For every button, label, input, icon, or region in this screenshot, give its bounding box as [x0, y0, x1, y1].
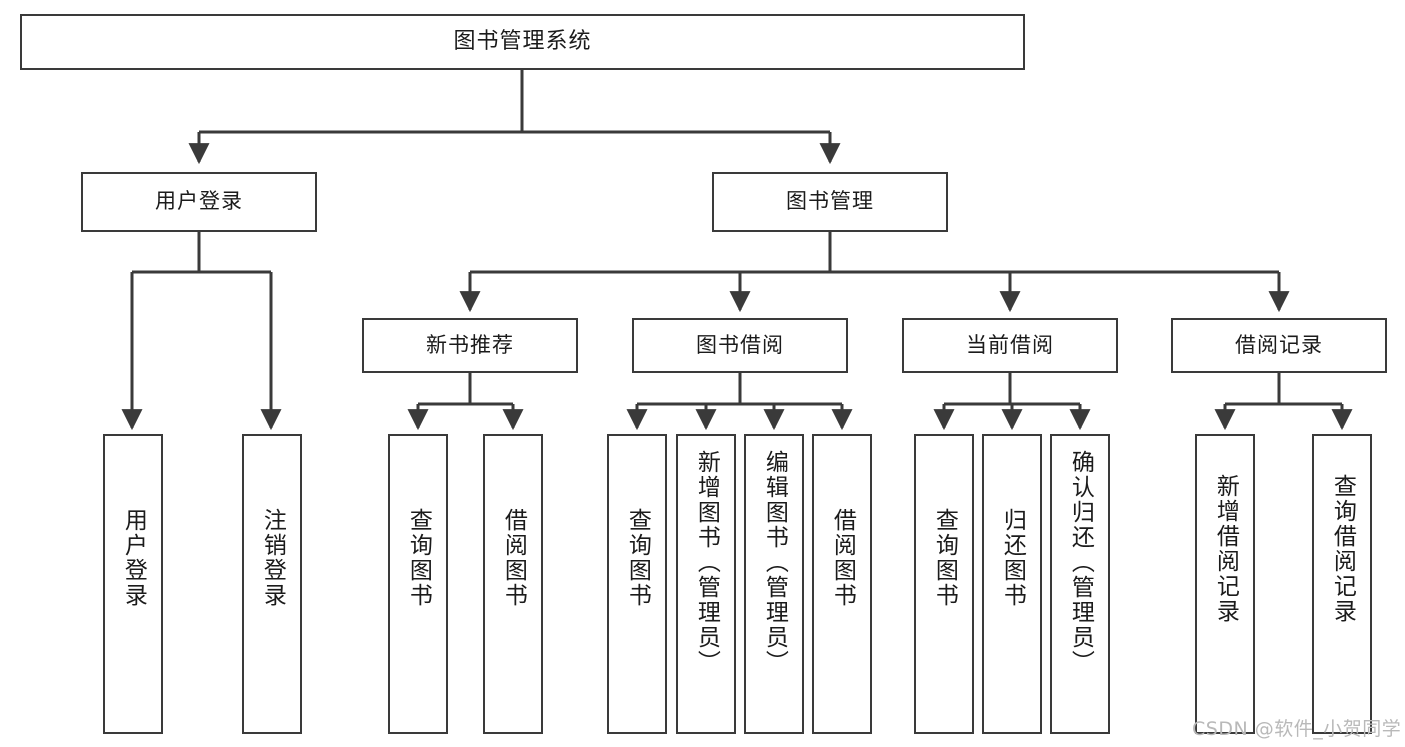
leaf-book-borrow-borrow[interactable]: 借阅图书 [812, 434, 872, 734]
leaf-label: 注销登录 [259, 508, 286, 608]
leaf-label: 编辑图书（管理员） [761, 450, 788, 675]
leaf-label: 查询借阅记录 [1329, 474, 1356, 624]
node-borrow-record[interactable]: 借阅记录 [1171, 318, 1387, 373]
node-root[interactable]: 图书管理系统 [20, 14, 1025, 70]
csdn-watermark: CSDN @软件_小贺同学 [1192, 718, 1402, 740]
node-user-login[interactable]: 用户登录 [81, 172, 317, 232]
node-book-borrow[interactable]: 图书借阅 [632, 318, 848, 373]
leaf-user-login-logout[interactable]: 注销登录 [242, 434, 302, 734]
leaf-label: 借阅图书 [500, 508, 527, 608]
leaf-label: 借阅图书 [829, 508, 856, 608]
leaf-label: 用户登录 [120, 508, 147, 608]
leaf-current-borrow-confirm-return[interactable]: 确认归还（管理员） [1050, 434, 1110, 734]
leaf-book-borrow-query[interactable]: 查询图书 [607, 434, 667, 734]
leaf-borrow-record-add[interactable]: 新增借阅记录 [1195, 434, 1255, 734]
leaf-user-login-login[interactable]: 用户登录 [103, 434, 163, 734]
leaf-current-borrow-query[interactable]: 查询图书 [914, 434, 974, 734]
node-book-management[interactable]: 图书管理 [712, 172, 948, 232]
leaf-label: 查询图书 [624, 508, 651, 608]
leaf-book-borrow-edit[interactable]: 编辑图书（管理员） [744, 434, 804, 734]
leaf-new-book-query[interactable]: 查询图书 [388, 434, 448, 734]
leaf-label: 查询图书 [405, 508, 432, 608]
leaf-new-book-borrow[interactable]: 借阅图书 [483, 434, 543, 734]
leaf-label: 新增借阅记录 [1212, 474, 1239, 624]
leaf-label: 归还图书 [999, 508, 1026, 608]
leaf-book-borrow-add[interactable]: 新增图书（管理员） [676, 434, 736, 734]
leaf-label: 新增图书（管理员） [693, 450, 720, 675]
leaf-borrow-record-query[interactable]: 查询借阅记录 [1312, 434, 1372, 734]
leaf-label: 确认归还（管理员） [1067, 450, 1094, 675]
leaf-current-borrow-return[interactable]: 归还图书 [982, 434, 1042, 734]
leaf-label: 查询图书 [931, 508, 958, 608]
node-new-book-recommend[interactable]: 新书推荐 [362, 318, 578, 373]
node-current-borrow[interactable]: 当前借阅 [902, 318, 1118, 373]
